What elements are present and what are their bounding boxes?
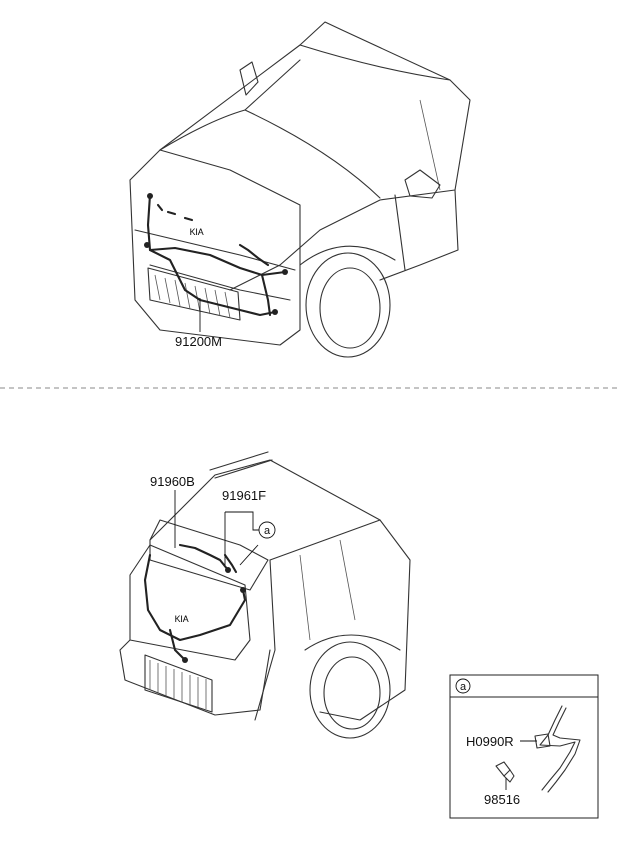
front-vehicle-illustration: ᴷᴵᴬ [129,21,471,358]
detail-box-a: a [449,674,599,819]
ref-marker-a: a [258,521,276,539]
front-wiring-harness [144,193,288,317]
rear-grille-pattern [149,660,207,709]
label-91960B: 91960B [150,474,195,489]
front-wheel [299,245,396,358]
clip-part [495,761,515,783]
detail-marker: a [460,681,467,693]
rear-vehicle-illustration: ᴷᴵᴬ [119,451,411,739]
rear-wheel [304,634,401,739]
label-98516: 98516 [484,792,520,807]
front-grille-pattern [154,274,231,319]
tailgate-wiring-harness [143,543,247,663]
grommet-part [534,705,581,793]
svg-text:a: a [264,525,271,537]
label-91961F: 91961F [222,488,266,503]
label-91200M: 91200M [175,334,222,349]
front-logo: ᴷᴵᴬ [190,226,204,241]
rear-logo: ᴷᴵᴬ [175,613,189,628]
label-H0990R: H0990R [466,734,514,749]
